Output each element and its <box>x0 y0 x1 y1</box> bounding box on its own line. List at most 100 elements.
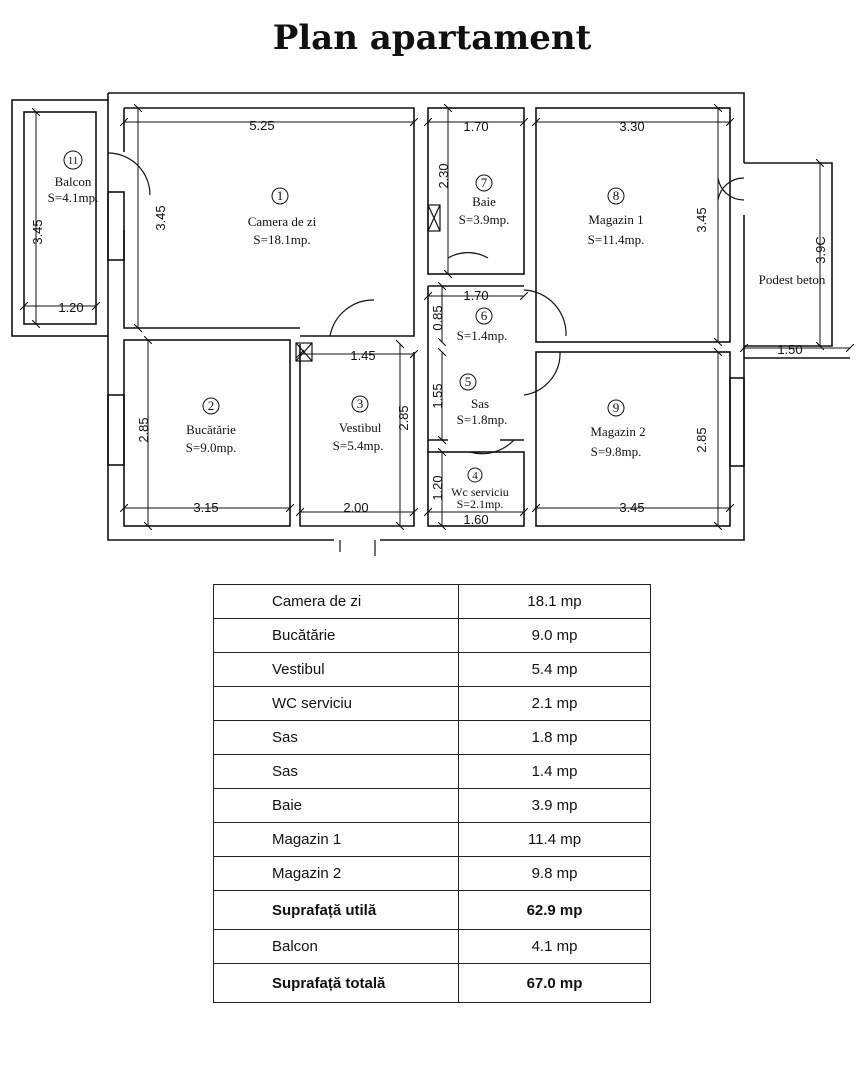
room-name-cell: Magazin 2 <box>213 856 459 891</box>
dim-bath-width: 1.70 <box>463 119 488 134</box>
dimension-lines <box>24 108 850 526</box>
dim-wc-width: 1.60 <box>463 512 488 527</box>
area-value-cell: 9.0 mp <box>458 618 651 653</box>
floor-plan: 5.25 3.45 3.45 1.20 1.70 2.30 3.30 3.45 … <box>11 92 864 556</box>
area-value-cell: 3.9 mp <box>458 788 651 823</box>
svg-text:Bucătărie: Bucătărie <box>186 422 236 437</box>
svg-text:S=1.4mp.: S=1.4mp. <box>457 328 508 343</box>
svg-text:6: 6 <box>481 308 488 323</box>
dim-balcony-height: 3.45 <box>30 219 45 244</box>
svg-text:7: 7 <box>481 175 488 190</box>
svg-text:S=11.4mp.: S=11.4mp. <box>588 232 645 247</box>
dim-sas5-height: 1.55 <box>430 383 445 408</box>
room-name-cell: Baie <box>213 788 459 823</box>
svg-text:S=18.1mp.: S=18.1mp. <box>253 232 310 247</box>
svg-text:Baie: Baie <box>472 194 496 209</box>
room-sas-6: 6 S=1.4mp. <box>457 307 508 343</box>
svg-text:Magazin 1: Magazin 1 <box>588 212 643 227</box>
svg-text:S=5.4mp.: S=5.4mp. <box>333 438 384 453</box>
svg-text:Magazin 2: Magazin 2 <box>590 424 645 439</box>
dim-vestibul-height: 2.85 <box>396 405 411 430</box>
svg-text:Vestibul: Vestibul <box>339 420 382 435</box>
svg-text:Wc serviciu: Wc serviciu <box>451 485 509 499</box>
svg-text:4: 4 <box>472 470 478 482</box>
area-value-cell: 5.4 mp <box>458 652 651 687</box>
room-sas-5: 5 Sas S=1.8mp. <box>457 373 508 427</box>
room-name-cell: Sas <box>213 754 459 789</box>
area-value-cell: 62.9 mp <box>458 890 651 930</box>
room-shop2: 9 Magazin 2 S=9.8mp. <box>590 399 646 459</box>
dim-shop2-height: 2.85 <box>694 427 709 452</box>
svg-text:11: 11 <box>68 155 79 167</box>
room-vestibul: 3 Vestibul S=5.4mp. <box>333 395 384 453</box>
room-name-cell: Suprafață totală <box>213 963 459 1003</box>
svg-text:Camera de zi: Camera de zi <box>248 214 317 229</box>
dimension-labels: 5.25 3.45 3.45 1.20 1.70 2.30 3.30 3.45 … <box>30 118 828 527</box>
room-name-cell: Sas <box>213 720 459 755</box>
room-name-cell: Camera de zi <box>213 584 459 619</box>
svg-text:2: 2 <box>208 398 215 413</box>
room-name-cell: WC serviciu <box>213 686 459 721</box>
area-value-cell: 18.1 mp <box>458 584 651 619</box>
area-value-cell: 11.4 mp <box>458 822 651 857</box>
room-labels: 1 Camera de zi S=18.1mp. 2 Bucătărie S=9… <box>48 150 826 511</box>
room-wc: 4 Wc serviciu S=2.1mp. <box>451 467 509 511</box>
svg-text:5: 5 <box>465 374 472 389</box>
svg-text:3: 3 <box>357 396 364 411</box>
room-name-cell: Suprafață utilă <box>213 890 459 930</box>
dim-bath-height: 2.30 <box>436 163 451 188</box>
svg-text:S=2.1mp.: S=2.1mp. <box>457 497 504 511</box>
room-bath: 7 Baie S=3.9mp. <box>459 174 510 227</box>
dim-shop1-height: 3.45 <box>694 207 709 232</box>
dim-shop1-width: 3.30 <box>619 119 644 134</box>
dim-wc-height: 1.20 <box>430 475 445 500</box>
dim-vestibul-width: 2.00 <box>343 500 368 515</box>
doors <box>107 152 745 556</box>
page-title: Plan apartament <box>272 18 592 58</box>
area-value-cell: 4.1 mp <box>458 929 651 964</box>
room-name-cell: Magazin 1 <box>213 822 459 857</box>
dim-kitchen-width: 3.15 <box>193 500 218 515</box>
dim-kitchen-height: 2.85 <box>136 417 151 442</box>
svg-text:S=9.0mp.: S=9.0mp. <box>186 440 237 455</box>
svg-text:S=4.1mp.: S=4.1mp. <box>48 190 99 205</box>
dim-sas6-height: 0.85 <box>430 305 445 330</box>
svg-text:S=3.9mp.: S=3.9mp. <box>459 212 510 227</box>
room-name-cell: Vestibul <box>213 652 459 687</box>
svg-text:S=9.8mp.: S=9.8mp. <box>591 444 642 459</box>
svg-text:S=1.8mp.: S=1.8mp. <box>457 412 508 427</box>
podest-label: Podest beton <box>759 272 826 287</box>
dim-living-height: 3.45 <box>153 205 168 230</box>
room-kitchen: 2 Bucătărie S=9.0mp. <box>186 397 237 455</box>
dim-balcony-width: 1.20 <box>58 300 83 315</box>
area-value-cell: 1.4 mp <box>458 754 651 789</box>
dim-podest-width: 1.50 <box>777 342 802 357</box>
svg-text:Balcon: Balcon <box>55 174 92 189</box>
svg-text:8: 8 <box>613 188 620 203</box>
area-value-cell: 2.1 mp <box>458 686 651 721</box>
svg-text:1: 1 <box>277 188 284 203</box>
vent-shafts <box>295 204 441 362</box>
dim-shop2-width: 3.45 <box>619 500 644 515</box>
room-name-cell: Balcon <box>213 929 459 964</box>
dim-living-width: 5.25 <box>249 118 274 133</box>
svg-text:Sas: Sas <box>471 396 489 411</box>
room-living: 1 Camera de zi S=18.1mp. <box>248 187 317 247</box>
room-balcony: 11 Balcon S=4.1mp. <box>48 150 99 205</box>
walls <box>11 92 850 541</box>
area-value-cell: 9.8 mp <box>458 856 651 891</box>
svg-text:9: 9 <box>613 400 620 415</box>
room-name-cell: Bucătărie <box>213 618 459 653</box>
